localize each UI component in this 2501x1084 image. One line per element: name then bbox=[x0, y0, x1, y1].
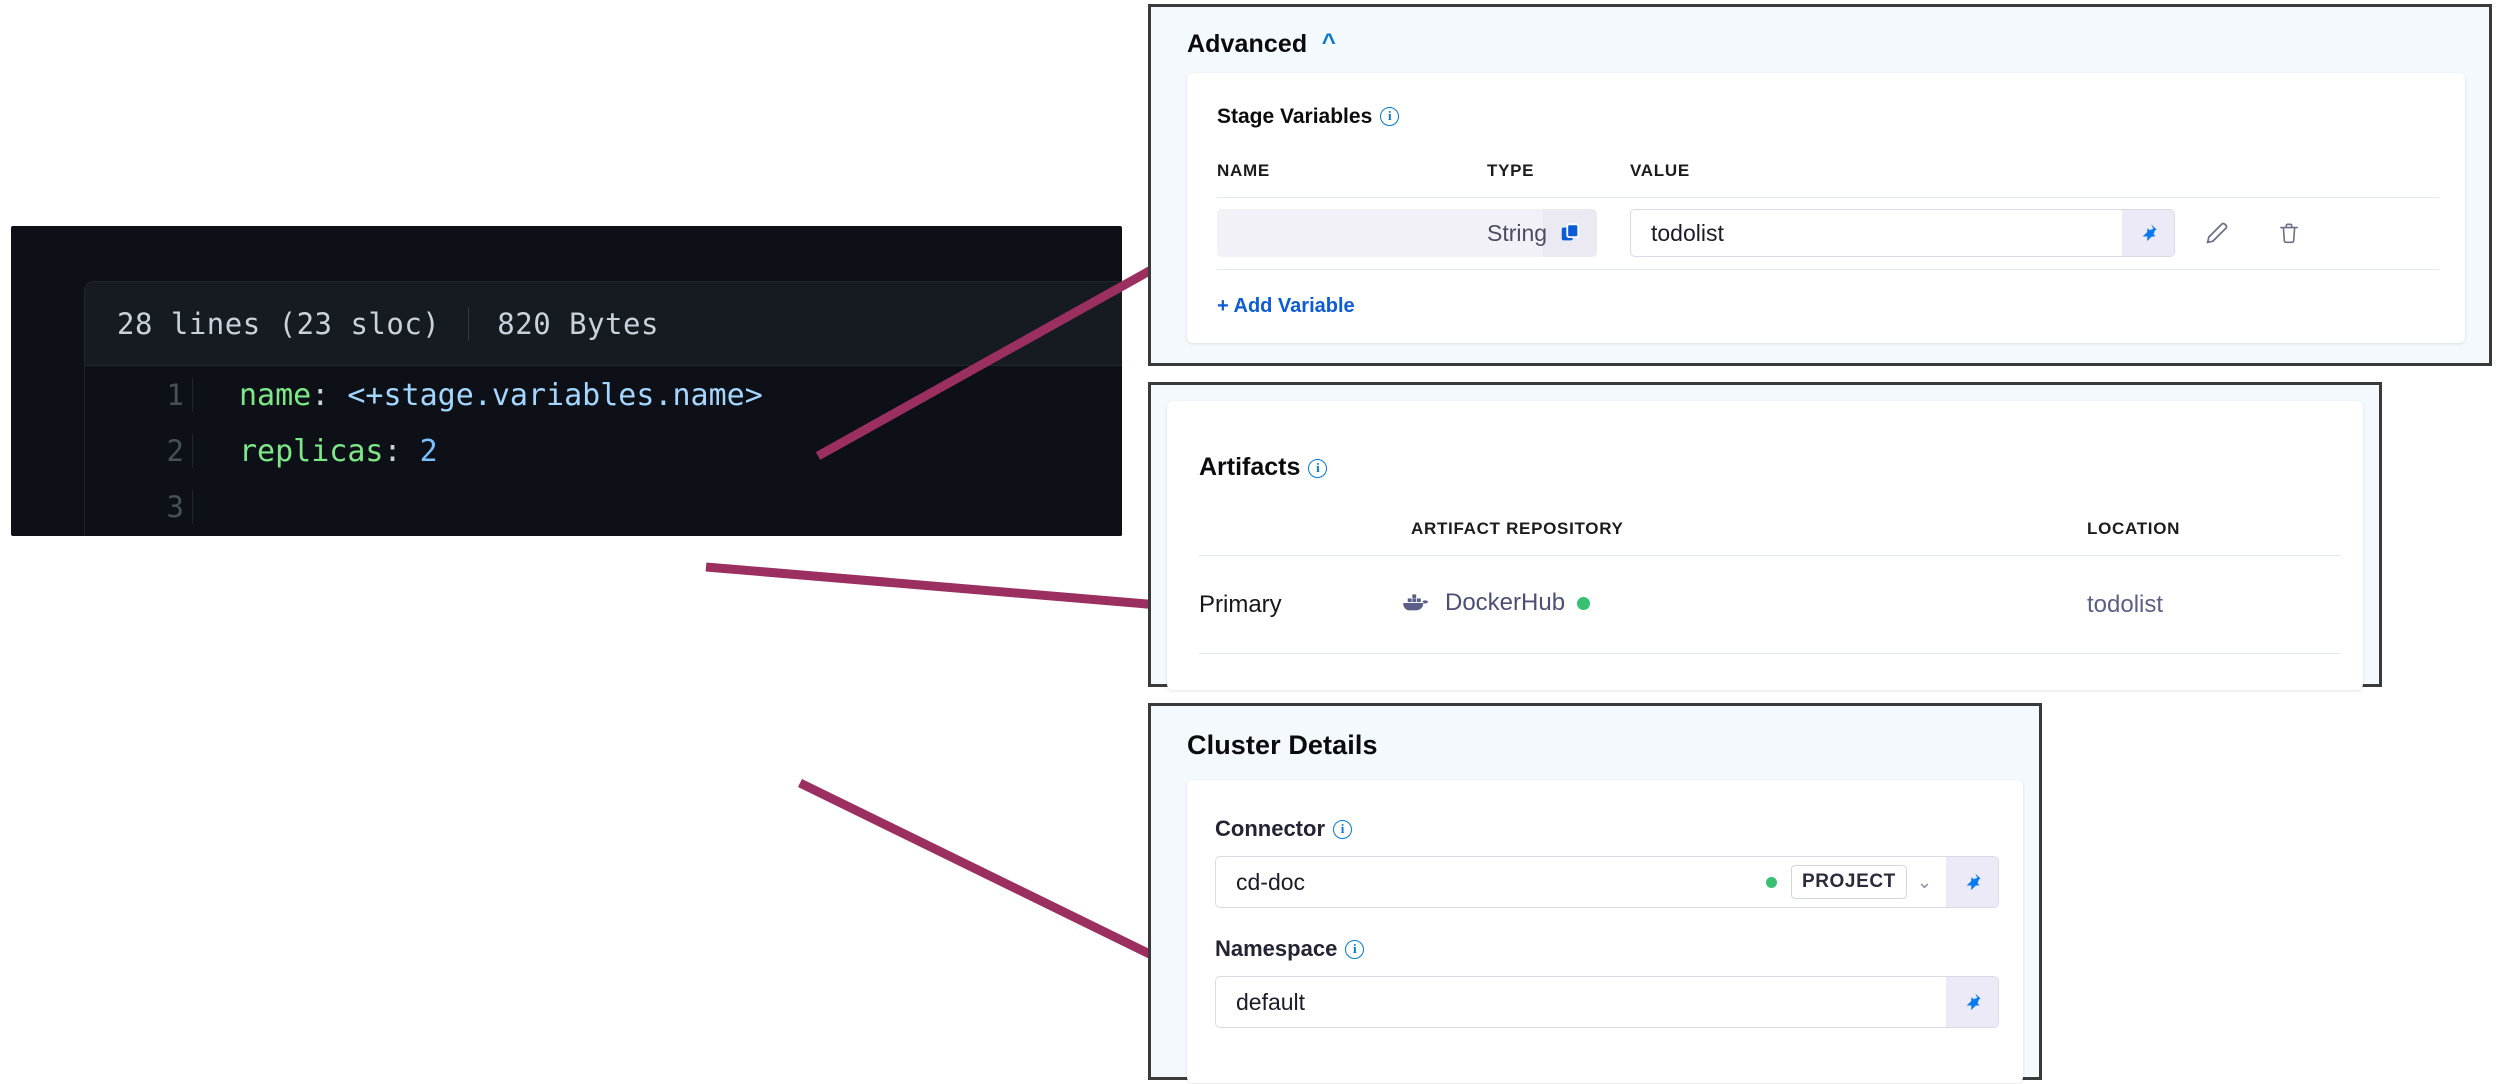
column-header-type: TYPE bbox=[1487, 161, 1535, 180]
info-icon[interactable]: i bbox=[1308, 459, 1328, 478]
namespace-field[interactable]: default bbox=[1215, 976, 1999, 1028]
pin-icon[interactable] bbox=[1946, 857, 1998, 907]
code-line-content: replicas: 2 bbox=[193, 434, 438, 469]
code-token-key: name bbox=[239, 378, 312, 413]
variable-name-input[interactable] bbox=[1217, 209, 1543, 257]
variable-value-input[interactable]: todolist bbox=[1651, 219, 1724, 246]
info-icon[interactable]: i bbox=[1333, 820, 1352, 839]
column-header-name: NAME bbox=[1217, 161, 1270, 180]
artifact-kind: Primary bbox=[1199, 591, 1282, 618]
code-size-meta: 820 Bytes bbox=[497, 306, 659, 341]
docker-whale-icon bbox=[1401, 592, 1431, 614]
trash-icon bbox=[2280, 223, 2298, 244]
info-icon[interactable]: i bbox=[1345, 940, 1365, 959]
code-line-number: 2 bbox=[85, 434, 193, 468]
table-divider-top bbox=[1217, 197, 2439, 198]
connector-value[interactable]: cd-doc bbox=[1236, 868, 1306, 895]
connector-status-dot bbox=[1765, 876, 1777, 888]
code-token-key: replicas bbox=[239, 434, 384, 469]
code-file-header: 28 lines (23 sloc) 820 Bytes bbox=[85, 282, 1122, 366]
connector-field[interactable]: cd-doc PROJECT ⌄ bbox=[1215, 856, 1999, 908]
edit-variable-button[interactable] bbox=[2197, 213, 2237, 253]
cluster-details-title: Cluster Details bbox=[1187, 730, 1378, 760]
artifact-location: todolist bbox=[2087, 591, 2164, 618]
column-header-value: VALUE bbox=[1630, 161, 1690, 180]
delete-variable-button[interactable] bbox=[2269, 213, 2309, 253]
copy-icon[interactable] bbox=[1543, 209, 1597, 257]
arrow-to-artifact-primary bbox=[705, 562, 1247, 632]
chevron-down-icon[interactable]: ⌄ bbox=[1916, 871, 1932, 892]
artifact-repository-cell: DockerHub bbox=[1401, 589, 1591, 617]
connector-scope-chip[interactable]: PROJECT bbox=[1790, 865, 1907, 899]
artifact-repository-name: DockerHub bbox=[1445, 589, 1566, 616]
artifacts-divider-top bbox=[1199, 555, 2341, 556]
column-header-artifact-repository: ARTIFACT REPOSITORY bbox=[1411, 519, 1624, 538]
code-line-number: 3 bbox=[85, 490, 193, 524]
variable-value-field[interactable]: todolist bbox=[1630, 209, 2175, 257]
pin-icon[interactable] bbox=[1946, 977, 1998, 1027]
variable-name-field[interactable] bbox=[1217, 209, 1597, 257]
add-variable-button[interactable]: + Add Variable bbox=[1217, 295, 1355, 317]
artifact-status-dot bbox=[1577, 596, 1591, 610]
chevron-up-icon[interactable]: ^ bbox=[1321, 29, 1336, 56]
pencil-icon bbox=[2206, 222, 2228, 244]
advanced-header[interactable]: Advanced ^ bbox=[1187, 29, 1336, 59]
code-header-divider bbox=[468, 306, 470, 341]
code-line: 3 bbox=[85, 490, 1122, 536]
pin-icon[interactable] bbox=[2122, 210, 2174, 256]
artifacts-divider-bottom bbox=[1199, 653, 2341, 654]
namespace-value[interactable]: default bbox=[1236, 988, 1306, 1015]
table-divider-bottom bbox=[1217, 269, 2439, 270]
column-header-location: LOCATION bbox=[2087, 519, 2181, 538]
advanced-title: Advanced bbox=[1187, 30, 1308, 58]
info-icon[interactable]: i bbox=[1380, 107, 1400, 126]
code-line-content: name: <+stage.variables.name> bbox=[193, 378, 763, 413]
code-token-value: 2 bbox=[419, 434, 438, 469]
variable-type-value: String bbox=[1487, 220, 1548, 246]
code-line-number: 1 bbox=[85, 378, 193, 412]
code-token-punctuation: : bbox=[383, 434, 420, 469]
code-token-punctuation: : bbox=[311, 378, 348, 413]
code-token-value: <+stage.variables.name> bbox=[347, 378, 763, 413]
code-lines-meta: 28 lines (23 sloc) bbox=[117, 306, 441, 341]
